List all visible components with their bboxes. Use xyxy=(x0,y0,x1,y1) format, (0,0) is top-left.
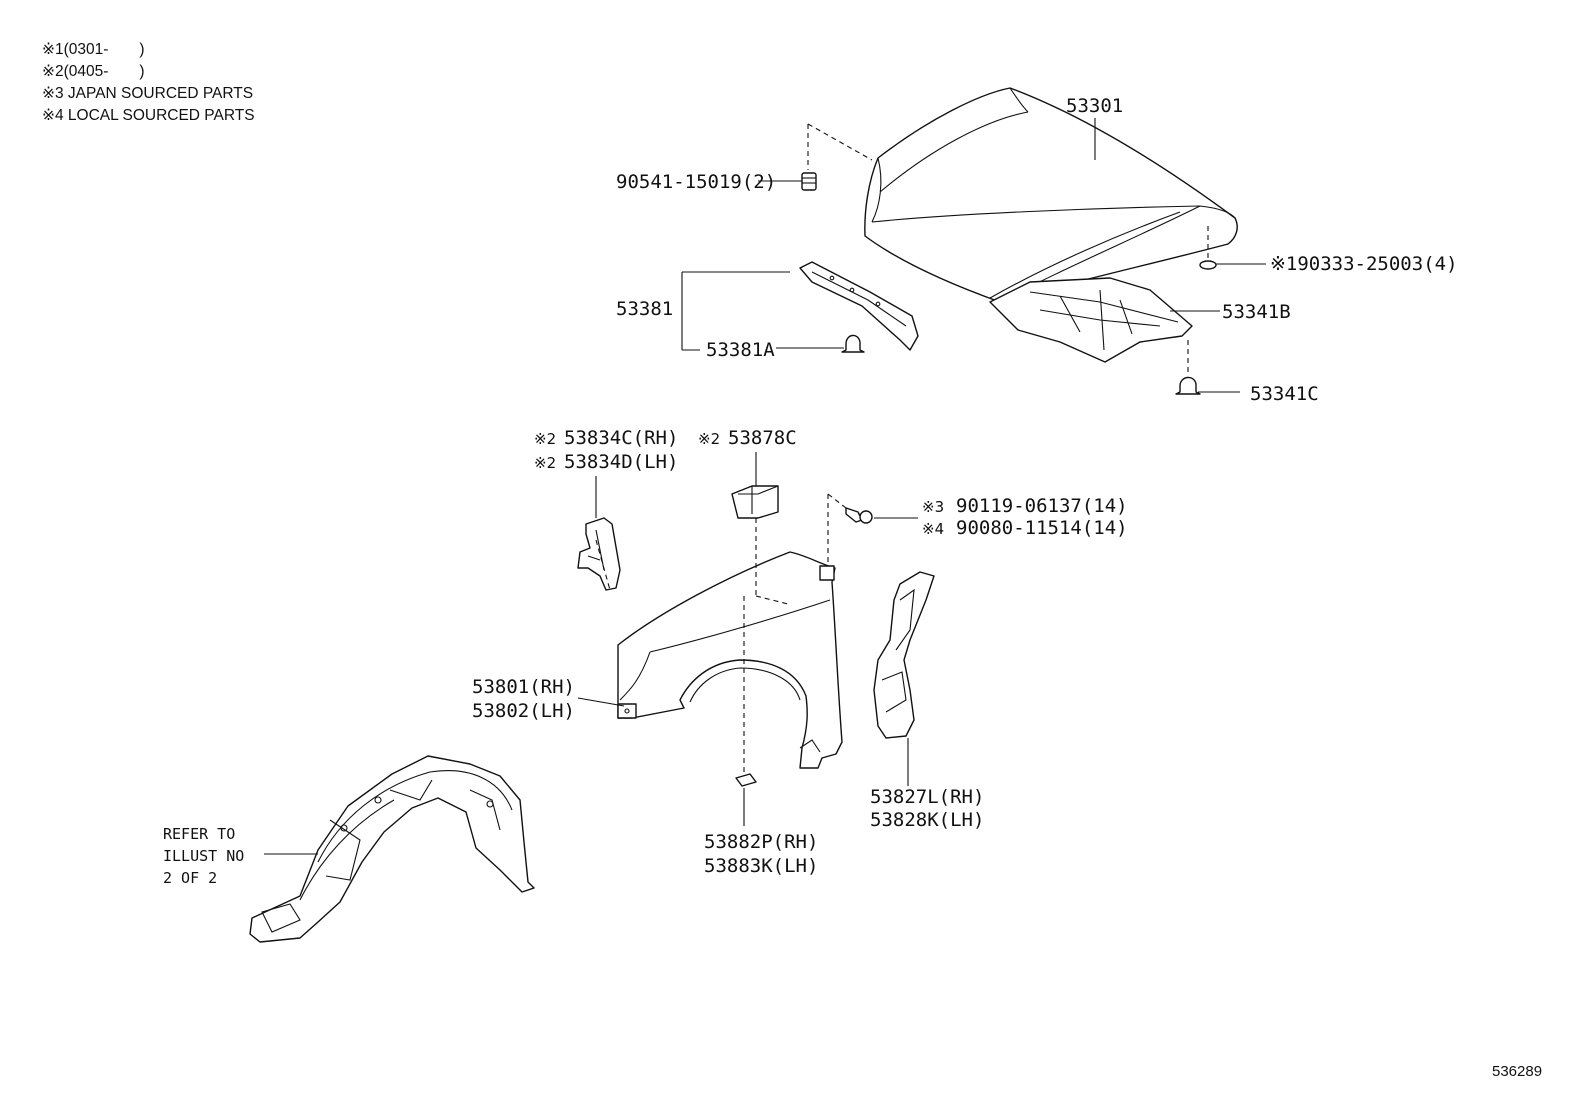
seal-clip-drawing xyxy=(841,334,865,353)
label-hood-insulator: 53341B xyxy=(1222,301,1291,323)
hood-drawing xyxy=(864,87,1238,303)
label-bolt-local: 90080-11514(14) xyxy=(956,517,1128,539)
note-2: ※2(0405- ) xyxy=(42,63,145,80)
reference-line-3: 2 OF 2 xyxy=(163,869,217,887)
label-hood-seal-strip: 53381 xyxy=(616,298,673,320)
label-seal-clip: 53381A xyxy=(706,339,775,361)
label-insulator-clip: 53341C xyxy=(1250,383,1319,405)
label-fender-seal-lh: 53828K(LH) xyxy=(870,809,984,831)
label-hood: 53301 xyxy=(1066,95,1123,117)
mark-bolt-local: ※4 xyxy=(922,520,944,538)
fender-seal-drawing xyxy=(873,571,935,739)
label-hood-bumper: 90541-15019(2) xyxy=(616,171,776,193)
hood-seal-strip-drawing xyxy=(799,261,919,351)
label-fender-bracket-rh: 53834C(RH) xyxy=(564,427,678,449)
mark-bolt-jp: ※3 xyxy=(922,498,944,516)
fender-cushion-drawing xyxy=(735,773,757,787)
fender-bolt-drawing xyxy=(845,507,873,524)
leader-lines xyxy=(264,118,1266,855)
hood-insulator-drawing xyxy=(989,277,1193,363)
label-fender-block: 53878C xyxy=(728,427,797,449)
label-fender-rh: 53801(RH) xyxy=(472,676,575,698)
fender-block-drawing xyxy=(731,485,779,519)
note-4: ※4 LOCAL SOURCED PARTS xyxy=(42,107,255,124)
label-fender-lh: 53802(LH) xyxy=(472,700,575,722)
label-fender-cushion-rh: 53882P(RH) xyxy=(704,831,818,853)
front-fender-drawing xyxy=(617,551,843,769)
wheel-liner-drawing xyxy=(249,755,535,943)
mark-fender-block: ※2 xyxy=(698,430,720,448)
legend-notes: ※1(0301- ) ※2(0405- ) ※3 JAPAN SOURCED P… xyxy=(42,41,255,124)
reference-line-1: REFER TO xyxy=(163,825,235,843)
illustration-id: 536289 xyxy=(1492,1063,1542,1080)
label-hood-seal-marked: ※190333-25003(4) xyxy=(1270,253,1458,275)
hood-bumper-drawing xyxy=(801,172,817,191)
label-fender-cushion-lh: 53883K(LH) xyxy=(704,855,818,877)
label-bolt-jp: 90119-06137(14) xyxy=(956,495,1128,517)
mark-fender-bracket-rh: ※2 xyxy=(534,430,556,448)
part-labels: 53301 90541-15019(2) ※190333-25003(4) 53… xyxy=(163,95,1542,1080)
insulator-clip-drawing xyxy=(1175,376,1201,395)
note-3: ※3 JAPAN SOURCED PARTS xyxy=(42,85,253,102)
mark-fender-bracket-lh: ※2 xyxy=(534,454,556,472)
hood-seal-marked-drawing xyxy=(1199,260,1217,270)
label-fender-bracket-lh: 53834D(LH) xyxy=(564,451,678,473)
note-1: ※1(0301- ) xyxy=(42,41,145,58)
label-fender-seal-rh: 53827L(RH) xyxy=(870,786,984,808)
fender-bracket-drawing xyxy=(577,517,621,591)
reference-line-2: ILLUST NO xyxy=(163,847,244,865)
